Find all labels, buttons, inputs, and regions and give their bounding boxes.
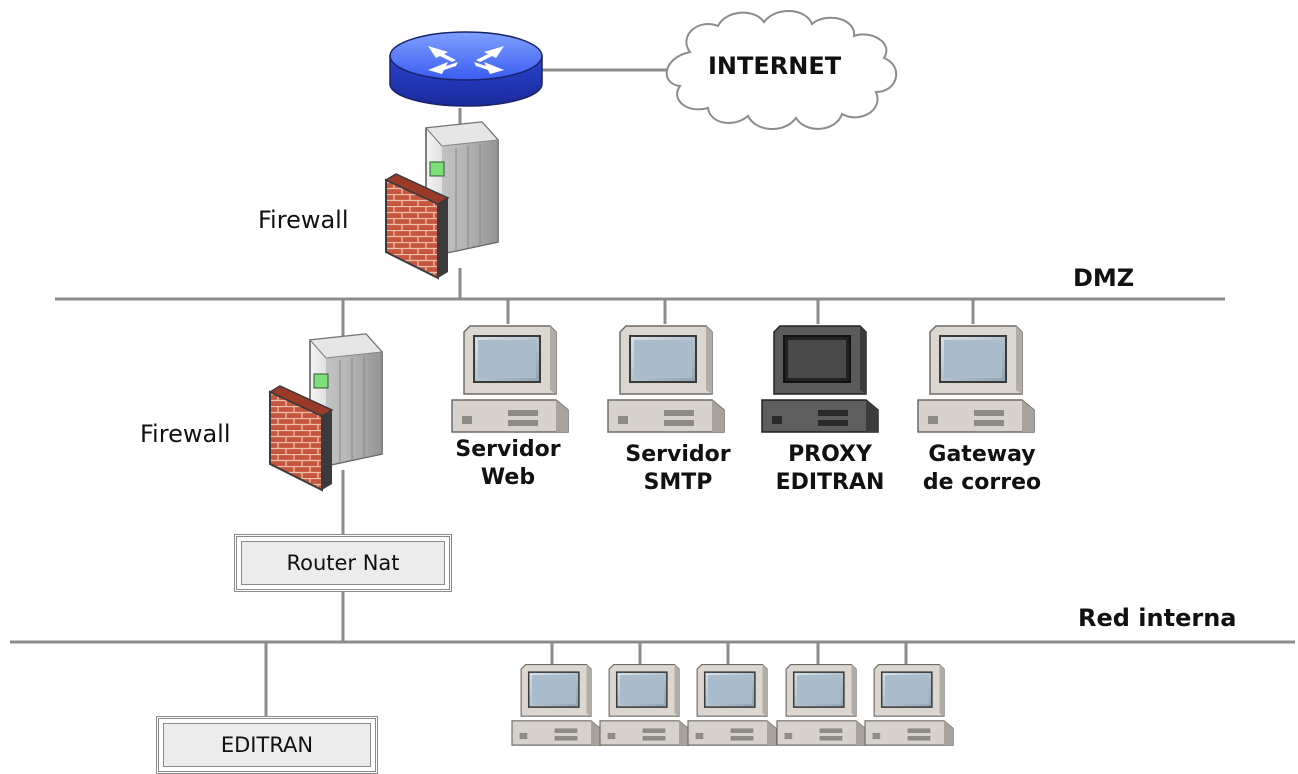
smtp-server-icon <box>607 325 725 433</box>
workstation-icon <box>687 663 777 746</box>
firewall-icon <box>385 121 499 279</box>
workstation-icon <box>599 663 689 746</box>
server-label-smtp: Servidor SMTP <box>625 442 731 495</box>
gateway-server-icon <box>917 325 1035 433</box>
firewall-label: Firewall <box>258 206 349 234</box>
workstation-icon <box>776 663 866 746</box>
router-nat-label: Router Nat <box>241 541 445 585</box>
internal-network-label: Red interna <box>1078 604 1237 632</box>
web-server-icon <box>451 325 569 433</box>
firewall-icon <box>269 333 383 491</box>
editran-label: EDITRAN <box>163 723 371 767</box>
server-label-gateway: Gateway de correo <box>922 442 1042 495</box>
workstation-icon <box>864 663 954 746</box>
firewall-label: Firewall <box>140 420 231 448</box>
server-label-web: Servidor Web <box>455 437 561 490</box>
workstation-icon <box>511 663 601 746</box>
cloud-icon <box>665 9 898 131</box>
router-nat-box: Router Nat <box>234 534 452 592</box>
internet-label: INTERNET <box>708 52 842 80</box>
server-label-proxy: PROXY EDITRAN <box>775 442 885 495</box>
proxy-server-icon <box>761 325 879 433</box>
router-icon <box>389 31 543 107</box>
dmz-label: DMZ <box>1073 264 1135 292</box>
editran-box: EDITRAN <box>156 716 378 774</box>
